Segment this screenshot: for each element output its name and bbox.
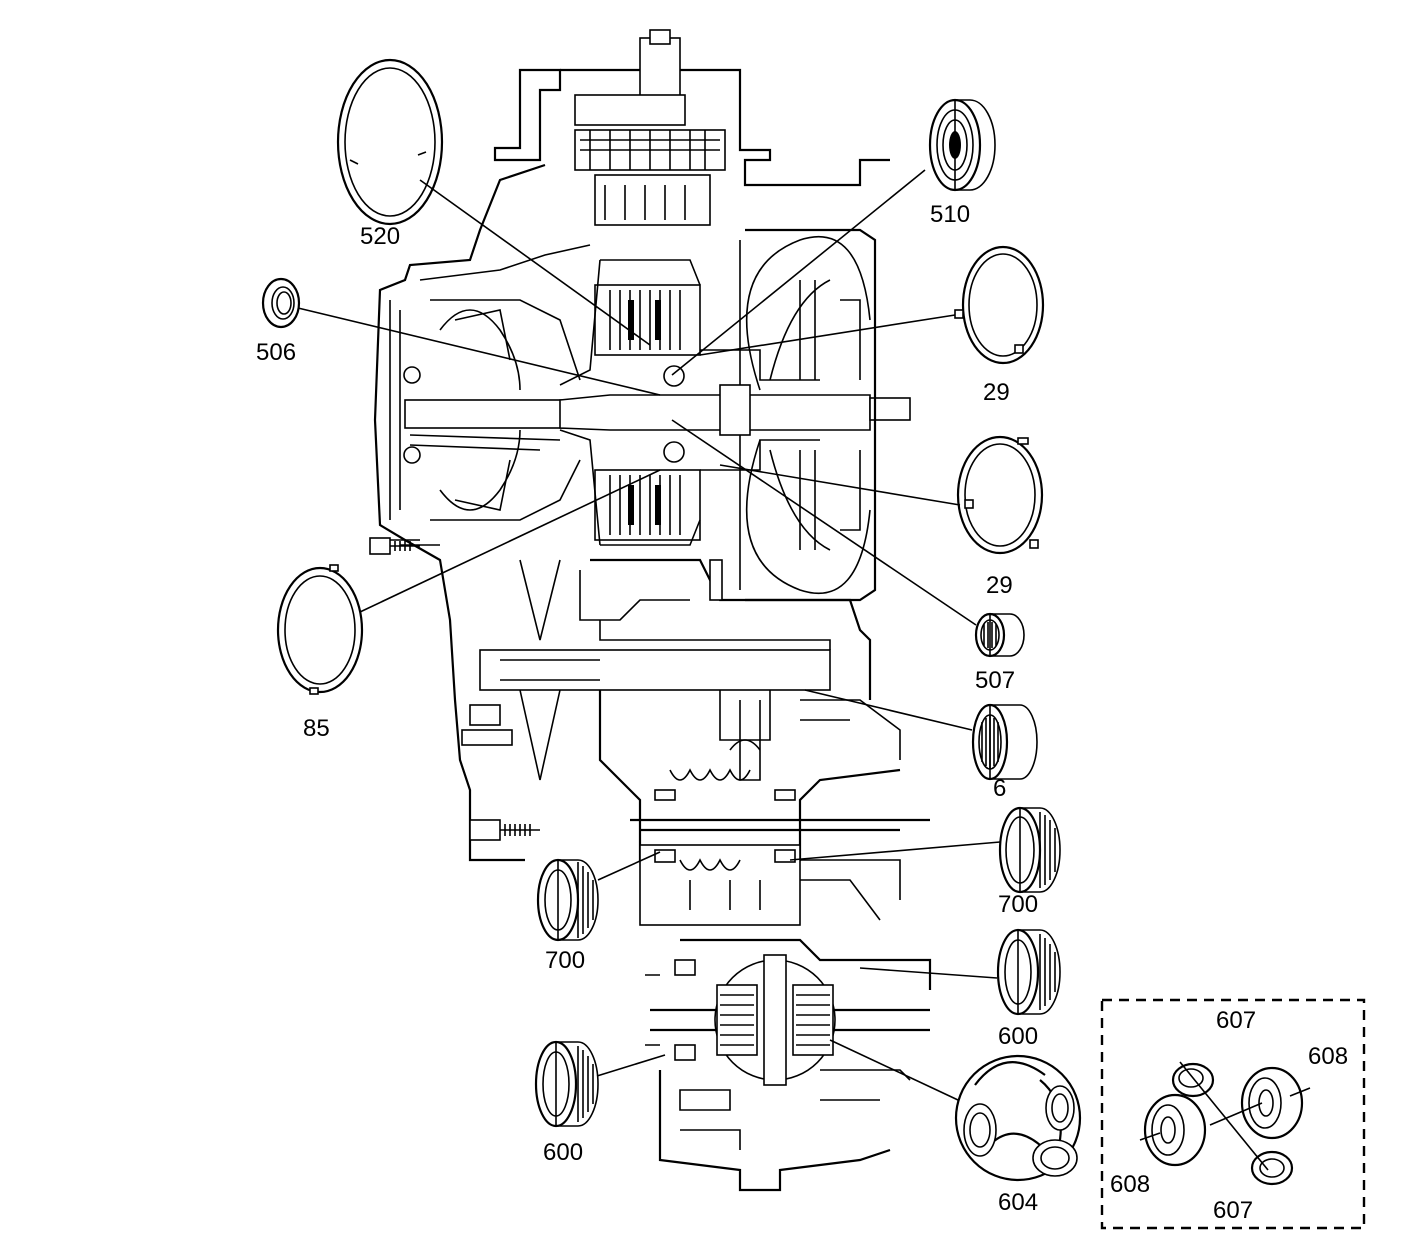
part-29-snap-ring-lower [956,435,1044,555]
label-29-upper: 29 [983,379,1010,406]
leader-6 [804,689,973,731]
part-600-bearing-right [996,928,1061,1016]
label-29-lower: 29 [986,572,1013,599]
leader-700-left [597,851,661,881]
part-29-snap-ring-upper [954,245,1045,365]
leader-600-left [596,1054,666,1077]
label-507: 507 [975,667,1015,694]
leader-29-upper [699,314,956,356]
leader-604 [829,1039,959,1101]
part-507-needle-bearing [974,612,1025,658]
inset-differential-gears [1100,998,1366,1230]
part-604-differential-case [954,1054,1082,1182]
part-520-snap-ring [336,58,444,226]
part-700-bearing-left [536,858,599,942]
leader-507 [671,419,977,626]
label-607-upper: 607 [1216,1007,1256,1034]
part-506-seal [261,277,301,329]
label-520: 520 [360,223,400,250]
leader-29-lower [719,464,961,506]
inset-dashed-frame [1100,998,1366,1230]
leader-700-right [789,841,1001,861]
label-607-lower: 607 [1213,1197,1253,1224]
leader-506 [297,307,661,396]
label-608-right: 608 [1308,1043,1348,1070]
transaxle-cross-section [369,29,932,1192]
part-6-needle-bearing [971,703,1038,781]
leader-lines [297,169,1001,1101]
part-510-bearing [928,98,996,192]
label-600-left: 600 [543,1139,583,1166]
leader-600-right [859,967,998,979]
label-600-right: 600 [998,1023,1038,1050]
label-506: 506 [256,339,296,366]
part-600-bearing-left [534,1040,599,1128]
label-85: 85 [303,715,330,742]
leader-85 [359,469,661,613]
leader-520 [419,179,651,346]
part-700-bearing-right [998,806,1061,894]
label-6: 6 [993,775,1006,802]
label-510: 510 [930,201,970,228]
part-85-snap-ring [276,564,364,695]
label-608-left: 608 [1110,1171,1150,1198]
leader-510 [671,169,926,376]
label-700-right: 700 [998,891,1038,918]
label-604: 604 [998,1189,1038,1216]
label-700-left: 700 [545,947,585,974]
